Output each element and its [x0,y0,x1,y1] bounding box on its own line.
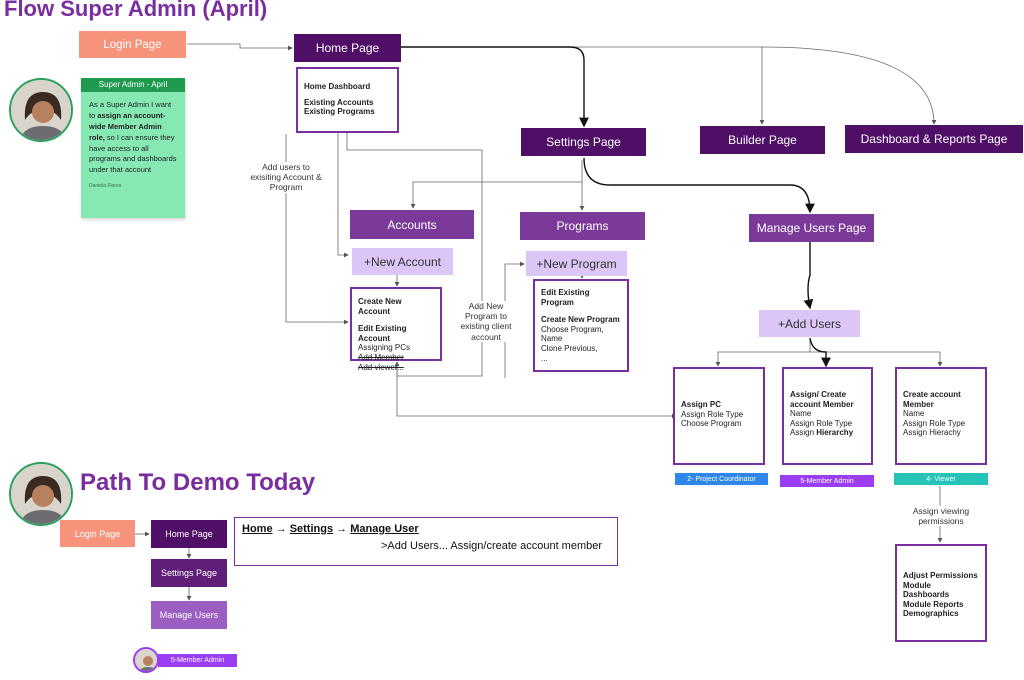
tag-member-admin: 5-Member Admin [780,475,874,487]
assign-create-note: Assign/ Create account Member Name Assig… [782,367,873,465]
new-account-node: +New Account [352,248,453,275]
home-page-node: Home Page [294,34,401,62]
programs-node: Programs [520,212,645,240]
builder-page-node: Builder Page [700,126,825,154]
login-page-node: Login Page [79,31,186,58]
permissions-note: Adjust Permissions Module Dashboards Mod… [895,544,987,642]
flow-title: Flow Super Admin (April) [4,0,268,21]
label-assign-viewing: Assign viewing permissions [905,506,977,527]
demo-path-breadcrumb: Home → Settings → Manage User [242,523,419,535]
persona-card: Super Admin - April As a Super Admin I w… [81,78,185,218]
demo-manage-users-node: Manage Users [151,601,227,629]
label-add-new-program: Add New Program to existing client accou… [454,301,518,342]
demo-member-admin-tag: 5-Member Admin [158,654,237,667]
demo-avatar [9,462,73,526]
accounts-node: Accounts [350,210,474,239]
create-account-note: Create New Account Edit Existing Account… [350,287,442,372]
manage-users-node: Manage Users Page [749,214,874,242]
assign-pc-note: Assign PC Assign Role Type Choose Progra… [673,367,765,465]
label-add-users-existing: Add users to exisiting Account & Program [249,162,323,193]
demo-settings-node: Settings Page [151,559,227,587]
person-icon [135,649,157,671]
demo-login-node: Login Page [60,520,135,547]
settings-page-node: Settings Page [521,128,646,156]
persona-author: Daniela Flores [89,183,122,190]
demo-small-avatar [133,647,159,673]
person-icon [11,80,71,140]
person-icon [11,464,71,524]
demo-path-detail: >Add Users... Assign/create account memb… [381,540,603,552]
add-users-node: +Add Users [759,310,860,337]
demo-home-node: Home Page [151,520,227,548]
tag-viewer: 4- Viewer [894,473,988,485]
new-program-node: +New Program [526,251,627,276]
tag-project-coordinator: 2- Project Coordinator [675,473,768,485]
create-member-note: Create account Member Name Assign Role T… [895,367,987,465]
persona-story: As a Super Admin I want to assign an acc… [89,100,177,175]
dashboard-reports-node: Dashboard & Reports Page [845,125,1023,153]
home-note: Home Dashboard Existing Accounts Existin… [296,67,399,133]
program-note: Edit Existing Program Create New Program… [533,279,629,372]
persona-avatar [9,78,73,142]
demo-path-box: Home → Settings → Manage User >Add Users… [234,517,618,566]
demo-title: Path To Demo Today [80,469,316,496]
persona-header: Super Admin - April [81,78,185,92]
